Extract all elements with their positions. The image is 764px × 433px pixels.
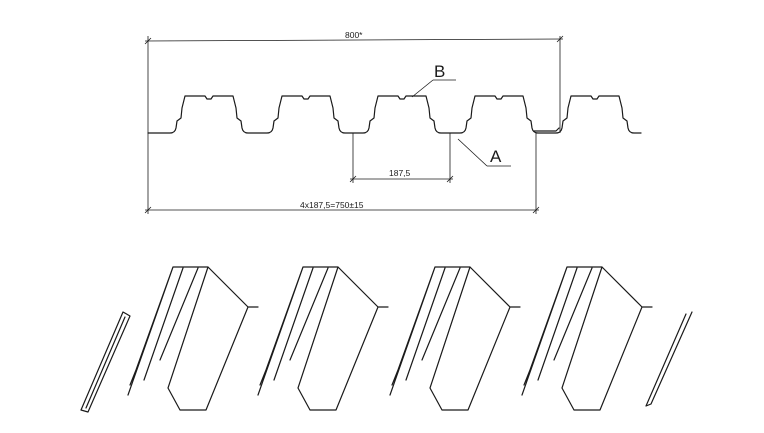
- leader-b: B: [411, 62, 456, 98]
- leader-a: A: [457, 138, 511, 167]
- cross-section-view: [147, 95, 642, 134]
- dimension-overall: 800*: [144, 30, 564, 134]
- overall-width-label: 800*: [345, 30, 363, 40]
- iso-rib: [521, 266, 653, 411]
- point-a-label: A: [490, 147, 502, 166]
- profile-inner-line: [533, 127, 560, 132]
- pitch-label: 187,5: [389, 168, 411, 178]
- iso-rib: [127, 266, 259, 411]
- iso-rib: [257, 266, 389, 411]
- cover-width-label: 4x187,5=750±15: [300, 200, 364, 210]
- dimension-cover-width: 4x187,5=750±15: [144, 133, 540, 214]
- isometric-sheet-view: [80, 266, 693, 413]
- iso-left-edge: [80, 311, 131, 413]
- point-b-label: B: [434, 62, 445, 81]
- profile-outline: [147, 95, 642, 134]
- iso-right-edge: [645, 311, 693, 407]
- dimension-pitch: 187,5: [349, 133, 454, 183]
- iso-rib: [389, 266, 521, 411]
